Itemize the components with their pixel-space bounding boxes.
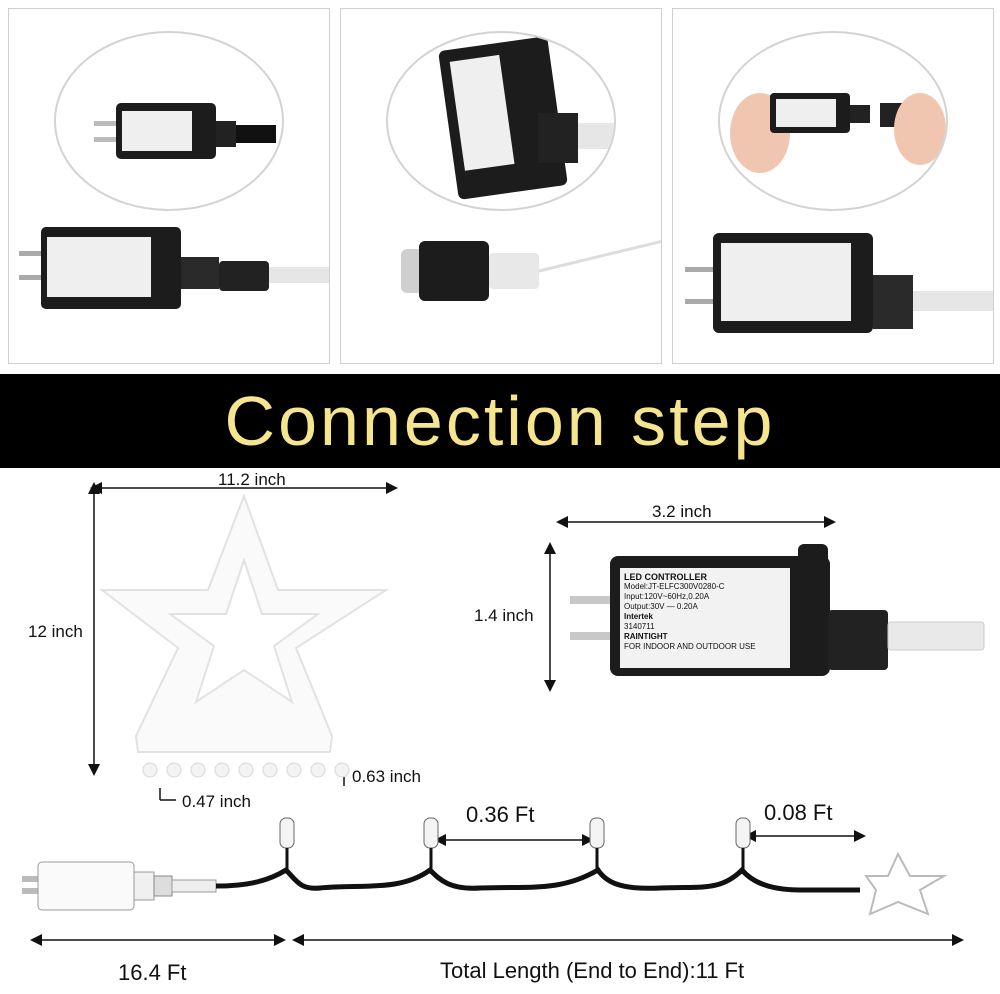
adapter-with-connector-icon bbox=[19, 227, 329, 309]
connected-adapter-icon bbox=[685, 233, 993, 333]
total-length-label: Total Length (End to End):11 Ft bbox=[440, 958, 745, 983]
adapter-rain: RAINTIGHT bbox=[624, 632, 668, 641]
adapter-output: Output:30V — 0.20A bbox=[624, 602, 698, 611]
star-height-label: 12 inch bbox=[28, 622, 83, 641]
adapter-plug-icon bbox=[94, 103, 276, 159]
adapter-width-label: 3.2 inch bbox=[652, 502, 712, 521]
adapter-model: Model:JT-ELFC300V0280-C bbox=[624, 582, 725, 591]
bulb-height-label: 0.63 inch bbox=[352, 767, 421, 786]
step-panel-3 bbox=[672, 8, 994, 364]
hands-icon bbox=[730, 93, 946, 173]
adapter-cert: Intertek bbox=[624, 612, 653, 621]
end-spacing-label: 0.08 Ft bbox=[764, 800, 833, 825]
adapter-closeup-icon bbox=[438, 36, 614, 200]
adapter-label: LED CONTROLLER Model:JT-ELFC300V0280-C I… bbox=[624, 572, 792, 652]
star-width-label: 11.2 inch bbox=[218, 470, 286, 489]
connector-joint-icon bbox=[401, 239, 661, 301]
adapter-height-label: 1.4 inch bbox=[474, 606, 534, 625]
plug-closeup-circle bbox=[54, 31, 284, 211]
lead-length-label: 16.4 Ft bbox=[118, 960, 187, 985]
hands-connect-circle bbox=[718, 31, 948, 211]
star-light-icon bbox=[99, 493, 390, 778]
step-panel-1 bbox=[8, 8, 330, 364]
light-string-icon bbox=[22, 817, 948, 916]
connection-step-banner: Connection step bbox=[0, 374, 1000, 468]
led-controller-adapter-icon bbox=[570, 544, 985, 676]
connector-closeup-circle bbox=[386, 31, 616, 211]
step-panel-2 bbox=[340, 8, 662, 364]
adapter-cert-no: 3140711 bbox=[624, 622, 655, 631]
adapter-use: FOR INDOOR AND OUTDOOR USE bbox=[624, 642, 756, 651]
bulb-gap-label: 0.47 inch bbox=[182, 792, 251, 811]
banner-title: Connection step bbox=[224, 382, 776, 460]
adapter-input: Input:120V~60Hz,0.20A bbox=[624, 592, 710, 601]
adapter-brand: LED CONTROLLER bbox=[624, 572, 707, 582]
bulb-spacing-label: 0.36 Ft bbox=[466, 802, 535, 827]
